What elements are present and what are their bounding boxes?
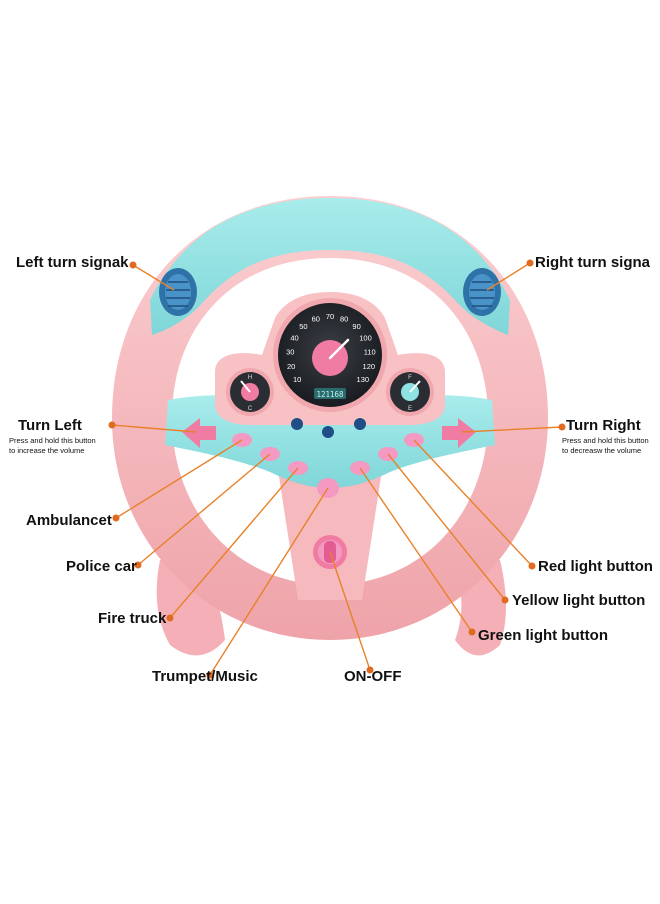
speedometer-tick-label: 50	[299, 322, 307, 331]
label-turn-right: Turn Right	[566, 417, 641, 434]
indicator-lights	[291, 418, 366, 438]
gauge-right-top: F	[408, 375, 412, 381]
label-ambulance: Ambulancet	[26, 512, 112, 529]
turn-right-note-line-1: Press and hold this button	[562, 436, 649, 445]
label-yellow-light: Yellow light button	[512, 592, 646, 609]
label-turn-left: Turn Left	[18, 417, 82, 434]
turn-right-note-line-2: to decreasw the volume	[562, 446, 642, 456]
label-police-car: Police car	[66, 558, 137, 575]
turn-left-note: Press and hold this button to increase t…	[9, 436, 96, 456]
right-signal-light	[463, 268, 501, 316]
turn-left-note-line-2: to increase the volume	[9, 446, 85, 456]
turn-right-arrow-button[interactable]	[442, 418, 476, 448]
speedometer-tick-label: 60	[312, 315, 320, 324]
speedometer-tick-label: 20	[287, 362, 295, 371]
speedometer-tick-label: 110	[364, 347, 376, 356]
label-left-turn-signal: Left turn signak	[16, 254, 129, 271]
label-red-light: Red light button	[538, 558, 653, 575]
odometer: 121168	[316, 390, 344, 399]
label-on-off: ON-OFF	[344, 668, 402, 685]
speedometer-tick-label: 100	[359, 334, 372, 343]
temperature-gauge: H C	[226, 368, 274, 416]
speedometer-tick-label: 80	[340, 315, 348, 324]
leader-lines	[111, 262, 563, 676]
fuel-gauge: F E	[386, 368, 434, 416]
leader-dots	[108, 259, 566, 679]
speedometer-tick-label: 120	[363, 362, 376, 371]
turn-left-note-line-1: Press and hold this button	[9, 436, 96, 445]
speedometer-tick-label: 90	[352, 322, 360, 331]
turn-left-arrow-button[interactable]	[182, 418, 216, 448]
speedometer-tick-label: 30	[286, 347, 294, 356]
speedometer-tick-label: 130	[357, 375, 370, 384]
label-fire-truck: Fire truck	[98, 610, 167, 627]
gauge-left-top: H	[248, 375, 252, 381]
speedometer-tick-label: 70	[326, 312, 334, 321]
wheel-top-grip	[150, 198, 510, 335]
gauge-right-bottom: E	[408, 406, 412, 412]
speedometer-tick-label: 10	[293, 375, 301, 384]
speedometer-tick-label: 40	[290, 334, 298, 343]
turn-right-note: Press and hold this button to decreasw t…	[562, 436, 649, 456]
left-signal-light	[159, 268, 197, 316]
label-right-turn-signal: Right turn signa	[535, 254, 650, 271]
gauge-left-bottom: C	[248, 406, 253, 412]
label-trumpet-music: Trumpet/Music	[152, 668, 258, 685]
label-green-light: Green light button	[478, 627, 608, 644]
